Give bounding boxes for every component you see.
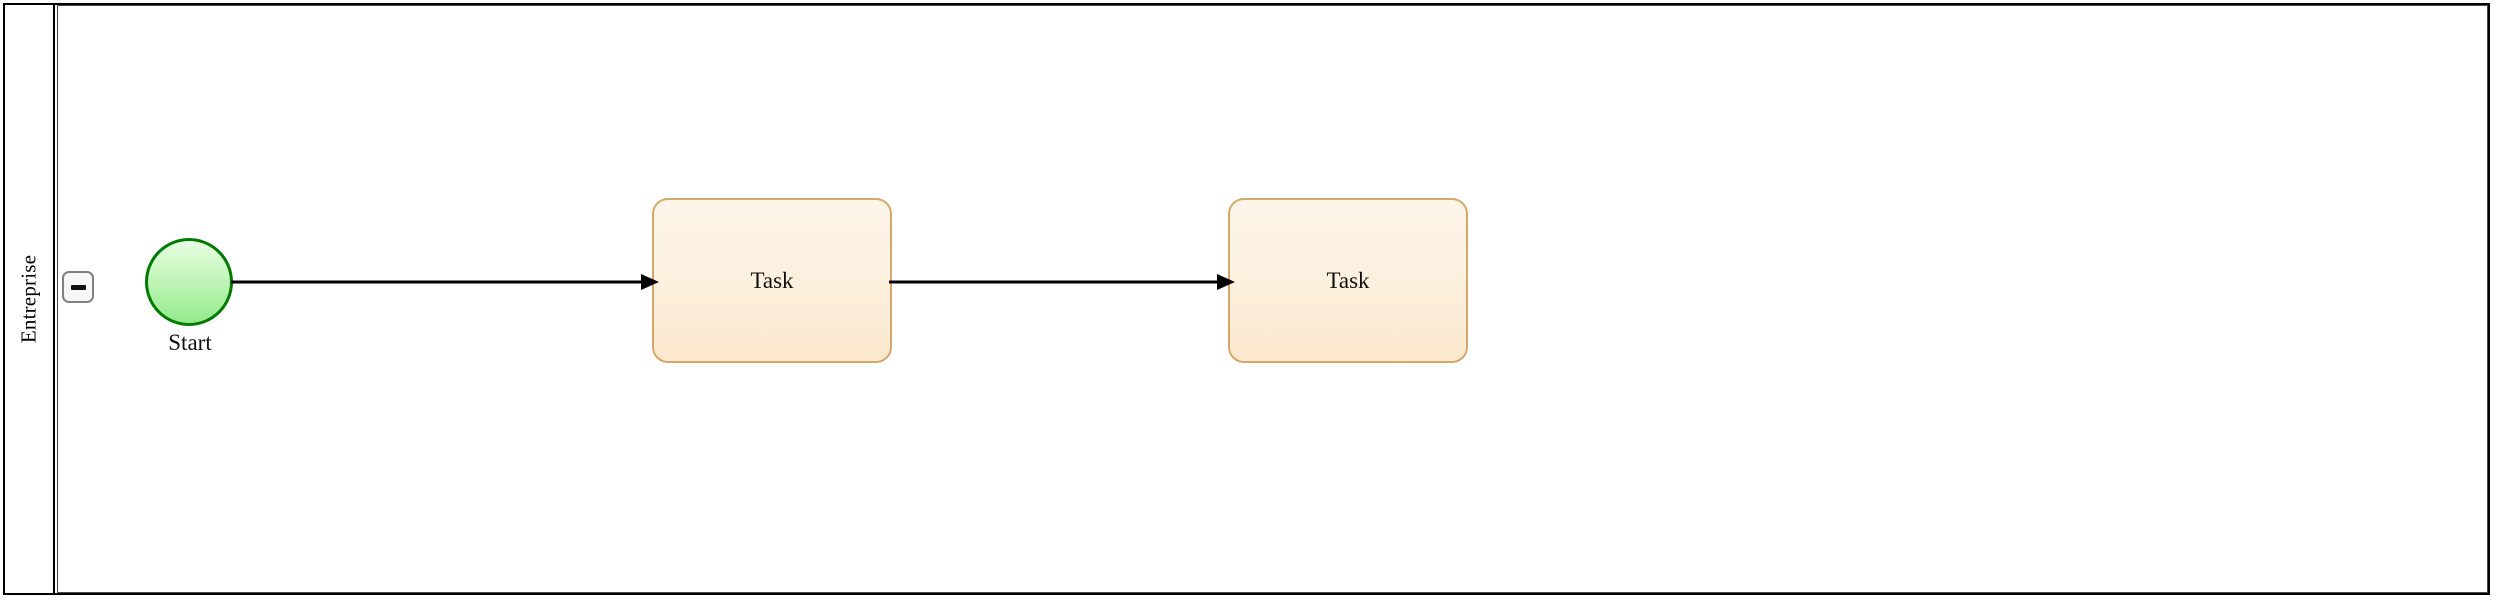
lane-title-label: Entreprise xyxy=(16,254,41,344)
minus-icon xyxy=(70,284,86,290)
start-event-node[interactable] xyxy=(145,238,233,326)
task-node-1-label: Task xyxy=(750,267,794,293)
task-node-2-label: Task xyxy=(1326,267,1370,293)
lane-header[interactable]: Entreprise xyxy=(5,5,55,593)
collapse-toggle-button[interactable] xyxy=(62,271,94,303)
sequence-flow-start-to-task1[interactable] xyxy=(231,272,659,292)
task-node-1[interactable]: Task xyxy=(652,198,892,363)
pool-entreprise[interactable]: Entreprise xyxy=(3,3,2490,595)
sequence-flow-task1-to-task2[interactable] xyxy=(889,272,1235,292)
start-event-label: Start xyxy=(168,330,212,355)
task-node-2[interactable]: Task xyxy=(1228,198,1468,363)
